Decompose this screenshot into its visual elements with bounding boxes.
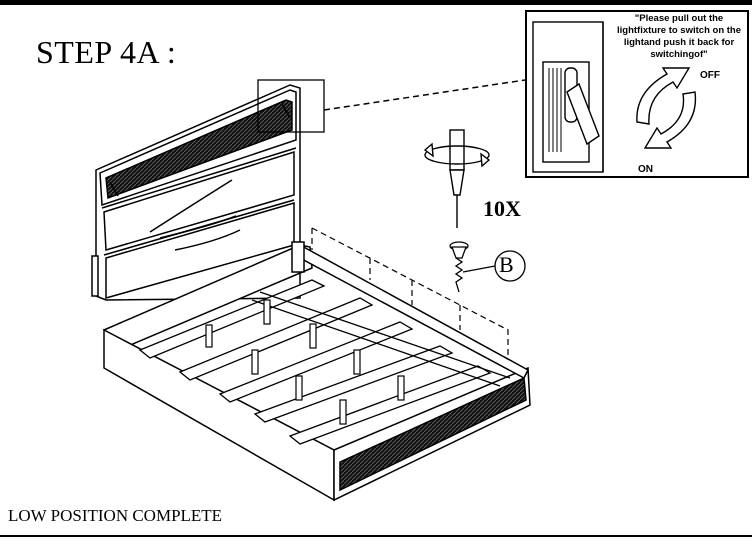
part-b-label: B	[499, 252, 514, 277]
bed-slats	[138, 279, 511, 445]
off-label: OFF	[700, 70, 720, 81]
step-title: STEP 4A :	[36, 34, 177, 70]
dashed-guides	[311, 227, 509, 360]
switch-arrows-icon	[636, 67, 697, 149]
bed-frame	[103, 241, 531, 502]
light-switch-inset	[525, 10, 749, 178]
rotate-arrow-icon	[423, 142, 491, 168]
headboard	[91, 84, 301, 301]
screw-quantity: 10X	[483, 196, 521, 221]
screwdriver-icon	[449, 129, 465, 228]
on-label: ON	[638, 164, 653, 175]
bottom-rule	[0, 535, 752, 537]
slat-support-legs	[205, 299, 405, 425]
light-fixture-icon	[532, 21, 604, 173]
light-callout-box	[257, 79, 325, 133]
light-switch-instruction: "Please pull out the lightfixture to swi…	[616, 13, 742, 60]
screw-icon	[449, 241, 469, 293]
top-rule	[0, 0, 752, 5]
status-caption: LOW POSITION COMPLETE	[8, 506, 223, 525]
